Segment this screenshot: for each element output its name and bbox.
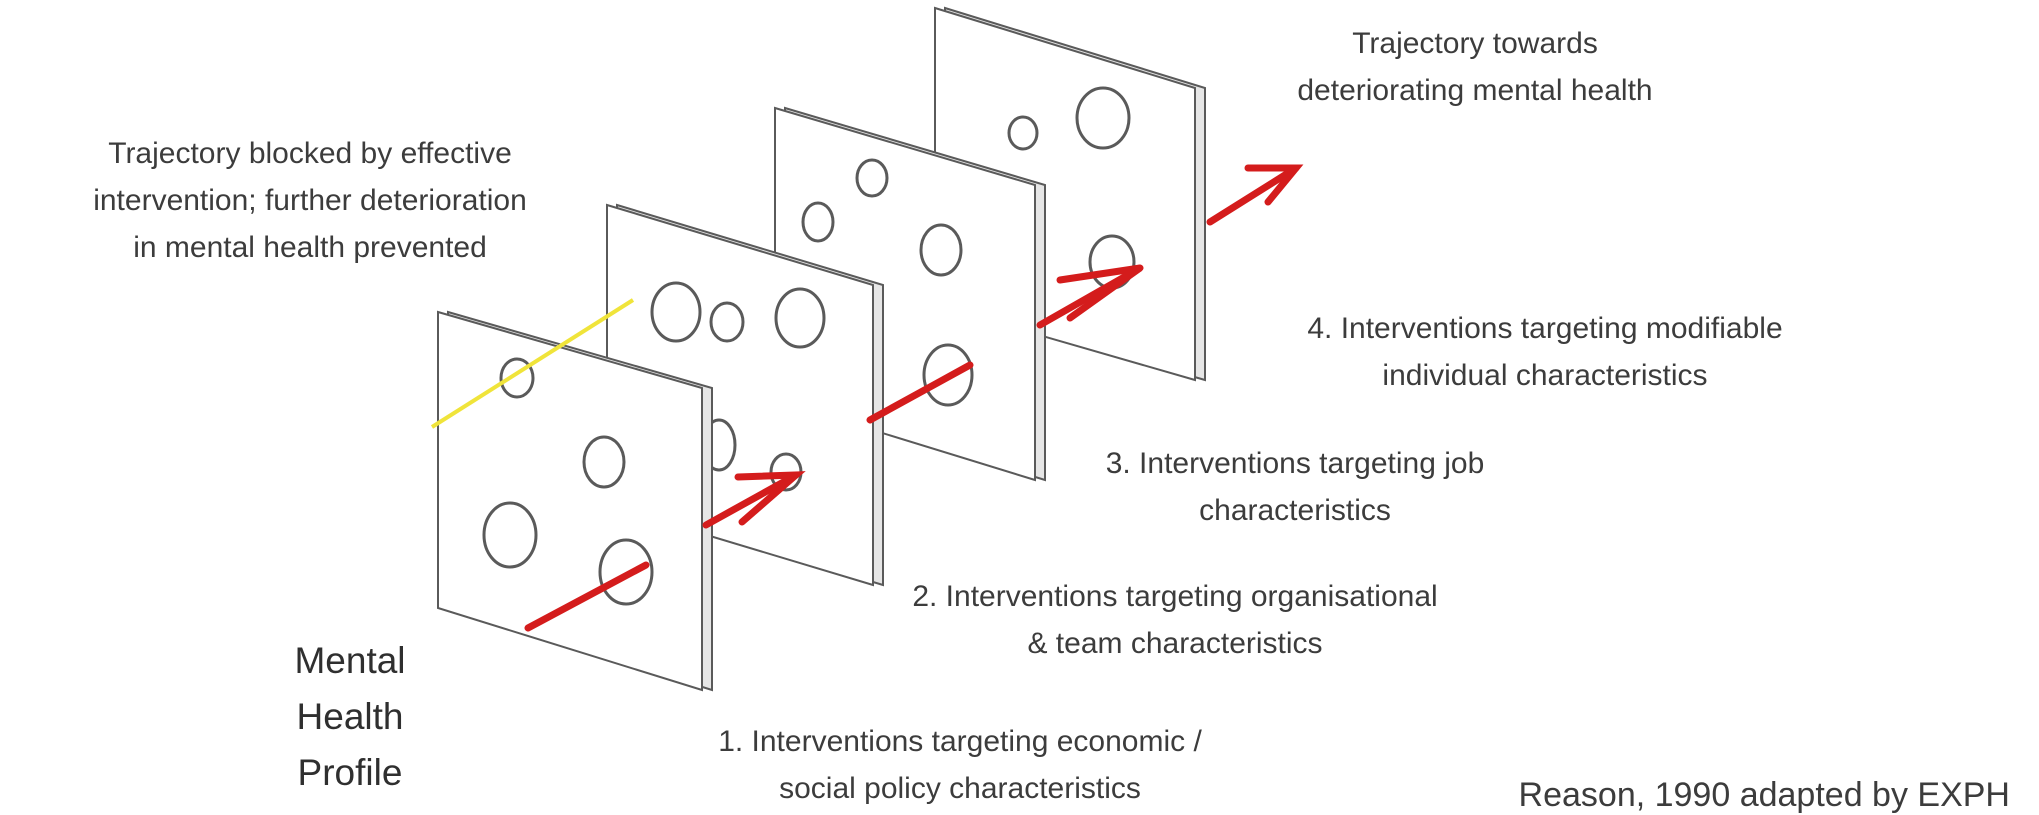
arrow-segment-1 (524, 561, 650, 632)
slice-1 (437, 310, 713, 692)
arrow-segment-2 (702, 471, 800, 529)
arrow-chevron-2 (1056, 264, 1143, 322)
arrow-head (1244, 164, 1304, 206)
label-layer-3: 3. Interventions targeting job character… (1105, 447, 1485, 527)
label-layer-2: 2. Interventions targeting organisationa… (912, 580, 1438, 660)
citation: Reason, 1990 adapted by EXPH (1518, 776, 2010, 814)
label-layer-1: 1. Interventions targeting economic / so… (718, 725, 1202, 805)
label-layer-4: 4. Interventions targeting modifiable in… (1307, 312, 1783, 392)
arrow-chevron-1 (734, 471, 806, 526)
label-trajectory-towards: Trajectory towards deteriorating mental … (1297, 27, 1653, 107)
blocked-trajectory-line (430, 298, 635, 429)
label-trajectory-blocked: Trajectory blocked by effective interven… (93, 137, 527, 264)
label-mental-health-profile: Mental Health Profile (294, 640, 406, 793)
trajectory-arrow (524, 164, 1304, 632)
slice-1-holes (482, 357, 654, 606)
arrow-segment-5 (1206, 164, 1300, 226)
arrow-segment-3 (866, 361, 974, 424)
